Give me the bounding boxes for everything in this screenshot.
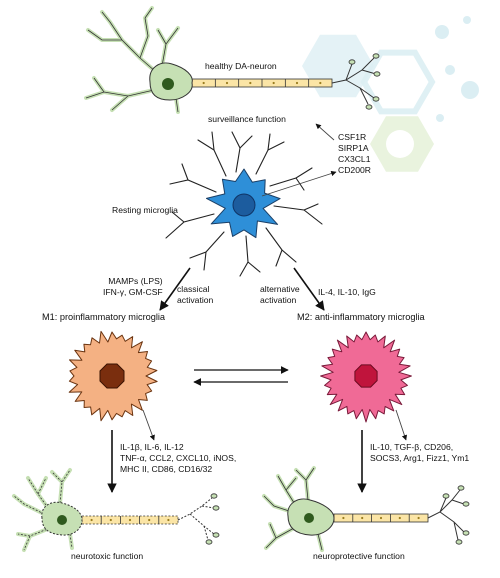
myelin-dot <box>148 518 151 522</box>
m1-marker-line-3: MHC II, CD86, CD16/32 <box>120 464 213 474</box>
synaptic-bouton <box>373 71 381 77</box>
myelin-dot <box>90 518 93 522</box>
neurotoxic-neuron <box>12 468 220 552</box>
alternative-stimuli-label: IL-4, IL-10, IgG <box>318 287 376 297</box>
myelin-dot <box>379 516 383 520</box>
classical-stimuli-label: MAMPs (LPS) IFN-γ, GM-CSF <box>103 276 163 298</box>
m2-secretion-arrow <box>395 409 408 441</box>
healthy-neuron <box>84 6 381 114</box>
dendrites <box>13 469 73 551</box>
myelin-dot <box>398 516 401 520</box>
synaptic-bouton <box>212 532 220 538</box>
synaptic-bouton <box>210 493 218 499</box>
healthy-neuron-label: healthy DA-neuron <box>205 61 277 71</box>
myelin-dot <box>295 81 299 85</box>
myelin-dot <box>249 81 252 85</box>
receptor-list: CSF1R SIRP1A CX3CL1 CD200R <box>338 132 371 176</box>
synaptic-bouton <box>462 530 470 536</box>
decor-dot <box>461 81 479 99</box>
m2-title: M2: anti-inflammatory microglia <box>297 312 425 322</box>
resting-microglia <box>165 131 323 277</box>
neuron-nucleus <box>162 78 174 90</box>
m2-marker-line-1: IL-10, TGF-β, CD206, <box>370 442 454 452</box>
hexagon-hole <box>386 130 414 158</box>
resting-nucleus <box>232 193 256 217</box>
synaptic-bouton <box>442 493 450 499</box>
m1-marker-line-1: IL-1β, IL-6, IL-12 <box>120 442 184 452</box>
neuron-nucleus <box>304 513 314 523</box>
classical-activation-arrow <box>159 267 191 311</box>
synaptic-bouton <box>212 505 220 511</box>
decor-dot <box>435 25 449 39</box>
neuroprotective-label: neuroprotective function <box>313 551 405 561</box>
myelin-dot <box>109 518 112 522</box>
axon-terminals <box>177 497 215 541</box>
alternative-activation-label: alternative activation <box>260 284 300 306</box>
classical-activation-label: classical activation <box>177 284 213 306</box>
m1-nucleus <box>99 363 125 389</box>
surveillance-label: surveillance function <box>208 114 286 124</box>
decor-dot <box>445 65 455 75</box>
m1-markers: IL-1β, IL-6, IL-12 TNF-α, CCL2, CXCL10, … <box>120 442 236 475</box>
microglia-processes <box>165 131 323 277</box>
m2-nucleus <box>354 364 378 388</box>
myelin-dot <box>202 81 205 85</box>
receptor-sirp1a: SIRP1A <box>338 143 369 153</box>
synaptic-bouton <box>462 501 470 507</box>
m2-microglia <box>320 331 412 423</box>
synaptic-bouton <box>457 485 465 491</box>
myelin-dot <box>167 518 170 522</box>
myelin-dot <box>342 516 345 520</box>
receptor-arrow <box>261 170 337 197</box>
m2-markers: IL-10, TGF-β, CD206, SOCS3, Arg1, Fizz1,… <box>370 442 469 464</box>
hexagon-outline <box>360 49 436 115</box>
resting-microglia-label: Resting microglia <box>112 205 178 215</box>
dendrites <box>263 467 323 551</box>
synaptic-bouton <box>372 53 380 59</box>
dendrites <box>85 7 179 113</box>
synaptic-bouton <box>372 96 380 102</box>
m1-secretion-arrow <box>142 409 155 441</box>
myelin-dot <box>272 81 275 85</box>
classical-line-1: classical <box>177 284 210 294</box>
receptor-csf1r: CSF1R <box>338 132 367 142</box>
decor-dot <box>436 114 444 122</box>
m1-microglia <box>68 330 158 422</box>
synaptic-bouton <box>455 539 463 545</box>
axon-terminals <box>427 489 465 541</box>
neuron-nucleus <box>57 515 67 525</box>
classical-line-2: activation <box>177 295 214 305</box>
neurotoxic-label: neurotoxic function <box>71 551 144 561</box>
myelin-dot <box>361 516 364 520</box>
alternative-activation-arrow <box>293 267 325 311</box>
axon-terminals <box>331 57 377 105</box>
hexagon-shape <box>302 34 374 98</box>
neuroprotective-neuron <box>262 466 470 552</box>
synaptic-bouton <box>348 59 356 65</box>
synaptic-bouton <box>205 539 213 545</box>
myelin-dot <box>417 516 420 520</box>
myelin-dot <box>225 81 229 85</box>
m2-marker-line-2: SOCS3, Arg1, Fizz1, Ym1 <box>370 453 470 463</box>
alternative-line-1: alternative <box>260 284 300 294</box>
alternative-line-2: activation <box>260 295 297 305</box>
decor-dot <box>463 16 471 24</box>
classical-stimulus-2: IFN-γ, GM-CSF <box>103 287 163 297</box>
receptor-cx3cl1: CX3CL1 <box>338 154 371 164</box>
receptor-cd200r: CD200R <box>338 165 371 175</box>
synaptic-bouton <box>365 104 373 110</box>
surveillance-pointer-arrow <box>315 123 335 141</box>
m1-title: M1: proinflammatory microglia <box>42 312 166 322</box>
myelin-dot <box>128 518 132 522</box>
myelin-dot <box>319 81 322 85</box>
m1-marker-line-2: TNF-α, CCL2, CXCL10, iNOS, <box>120 453 237 463</box>
hexagon-decoration <box>302 16 479 172</box>
classical-stimulus-1: MAMPs (LPS) <box>108 276 163 286</box>
